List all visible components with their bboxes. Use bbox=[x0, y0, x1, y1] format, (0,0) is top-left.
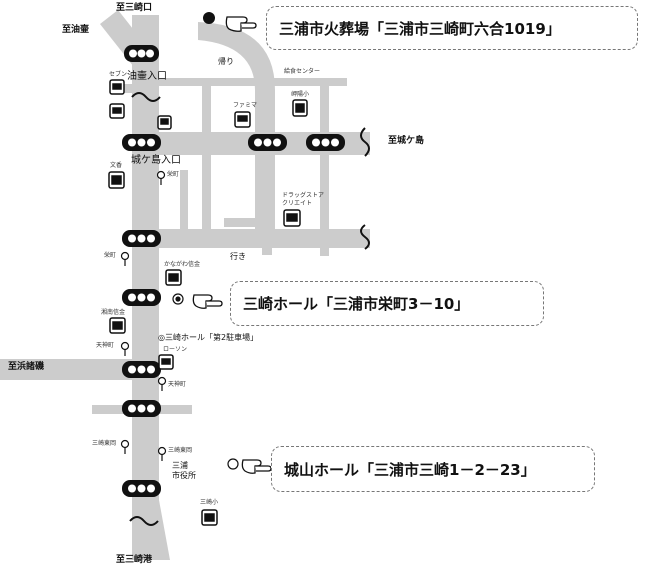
street bbox=[159, 78, 347, 86]
bus-stop-tenjincho-left: 天神町 bbox=[96, 342, 115, 349]
street bbox=[180, 170, 188, 230]
bus-stop-tenjincho-right: 天神町 bbox=[168, 381, 187, 388]
bus-stop-icon bbox=[120, 341, 130, 356]
facility-family-mart: ファミマ bbox=[233, 102, 258, 109]
road-label-return: 帰り bbox=[218, 57, 234, 66]
road-lower-cross bbox=[132, 229, 370, 248]
road-break-mark bbox=[131, 92, 161, 102]
pointing-hand-icon bbox=[225, 16, 257, 32]
traffic-signal bbox=[248, 134, 287, 151]
pointing-hand-icon bbox=[241, 459, 272, 474]
callout-joyama-hall-text: 城山ホール「三浦市三崎1－2－23」 bbox=[284, 460, 536, 479]
direction-jogashima: 至城ケ島 bbox=[388, 136, 425, 146]
direction-misakiguchi: 至三崎口 bbox=[116, 3, 153, 13]
callout-crematorium: 三浦市火葬場「三浦市三崎町六合1019」 bbox=[266, 6, 638, 50]
school-icon bbox=[292, 99, 308, 117]
bus-stop-sakaecho-right: 栄町 bbox=[167, 171, 180, 178]
joyama-hall-marker bbox=[227, 458, 239, 470]
traffic-signal bbox=[122, 361, 161, 378]
family-mart-icon bbox=[234, 111, 251, 128]
street bbox=[202, 86, 211, 232]
traffic-signal bbox=[124, 45, 159, 62]
intersection-jogashima: 城ケ島入口 bbox=[131, 155, 181, 166]
bus-stop-icon bbox=[120, 439, 130, 454]
main-road bbox=[132, 15, 159, 560]
facility-misaki-elementary: 三崎小 bbox=[200, 499, 219, 506]
traffic-signals bbox=[122, 45, 345, 497]
facility-drugstore: ドラッグストア クリエイト bbox=[282, 192, 325, 207]
facility-shonan-bank: 湘南信金 bbox=[101, 309, 126, 316]
facility-city-hall: 三浦 市役所 bbox=[172, 461, 196, 480]
road-branch-aburatsubo bbox=[110, 84, 155, 93]
callout-joyama-hall: 城山ホール「三浦市三崎1－2－23」 bbox=[271, 446, 595, 492]
callout-crematorium-text: 三浦市火葬場「三浦市三崎町六合1019」 bbox=[279, 19, 561, 38]
drugstore-icon bbox=[283, 209, 301, 227]
facility-bunsan: 文香 bbox=[110, 162, 123, 169]
road-break-mark bbox=[129, 516, 159, 526]
traffic-signal bbox=[122, 400, 161, 417]
bus-stop-icon bbox=[120, 251, 130, 266]
seven-icon bbox=[109, 79, 125, 95]
traffic-signal bbox=[122, 480, 161, 497]
facility-kanagawa-bank: かながわ信金 bbox=[164, 261, 201, 268]
shop-icon bbox=[157, 115, 172, 130]
street bbox=[320, 86, 329, 256]
road-to-misaki-port bbox=[132, 500, 170, 560]
bus-stop-higashioka-right: 三崎東岡 bbox=[168, 447, 193, 454]
traffic-signal bbox=[122, 289, 161, 306]
bus-stop-higashioka-left: 三崎東岡 bbox=[92, 440, 117, 447]
misaki-hall-marker bbox=[172, 293, 184, 305]
facility-parking2: ◎三崎ホール「第2駐車場」 bbox=[158, 333, 259, 342]
callout-misaki-hall-text: 三崎ホール「三浦市栄町3－10」 bbox=[243, 295, 470, 313]
traffic-signal bbox=[306, 134, 345, 151]
lawson-icon bbox=[158, 354, 174, 370]
traffic-signal bbox=[122, 134, 161, 151]
bus-stop-icon bbox=[156, 170, 166, 185]
facility-lawson: ローソン bbox=[163, 346, 188, 353]
traffic-signal bbox=[122, 230, 161, 247]
direction-aburatsubo: 至油壷 bbox=[62, 25, 90, 35]
road-to-hamamoroiso bbox=[0, 359, 159, 380]
pointing-hand-icon bbox=[192, 294, 223, 309]
atm-icon bbox=[165, 269, 182, 286]
atm-icon bbox=[109, 317, 126, 334]
direction-misaki-port: 至三崎港 bbox=[116, 555, 153, 565]
road-return-curve bbox=[198, 22, 275, 229]
shop-icon bbox=[109, 103, 125, 119]
shop-icon bbox=[108, 171, 125, 189]
street bbox=[262, 155, 272, 255]
school-icon bbox=[201, 509, 218, 526]
callout-misaki-hall: 三崎ホール「三浦市栄町3－10」 bbox=[230, 281, 544, 326]
intersection-aburatsubo: 油壷入口 bbox=[127, 71, 167, 82]
crematorium-dot bbox=[203, 12, 215, 24]
facility-sakihama-elementary: 岬陽小 bbox=[291, 91, 310, 98]
road-label-going: 行き bbox=[230, 252, 246, 261]
bus-stop-icon bbox=[157, 446, 167, 461]
bus-stop-icon bbox=[157, 376, 167, 391]
facility-kyushoku-center: 給食センター bbox=[284, 68, 321, 75]
road-break-mark bbox=[360, 127, 370, 157]
street bbox=[224, 218, 264, 227]
direction-hamamoroiso: 至浜諸磯 bbox=[8, 362, 45, 372]
facility-seven: セブン bbox=[109, 71, 128, 78]
road-break-mark bbox=[360, 224, 370, 250]
bus-stop-sakaecho-left: 栄町 bbox=[104, 252, 117, 259]
